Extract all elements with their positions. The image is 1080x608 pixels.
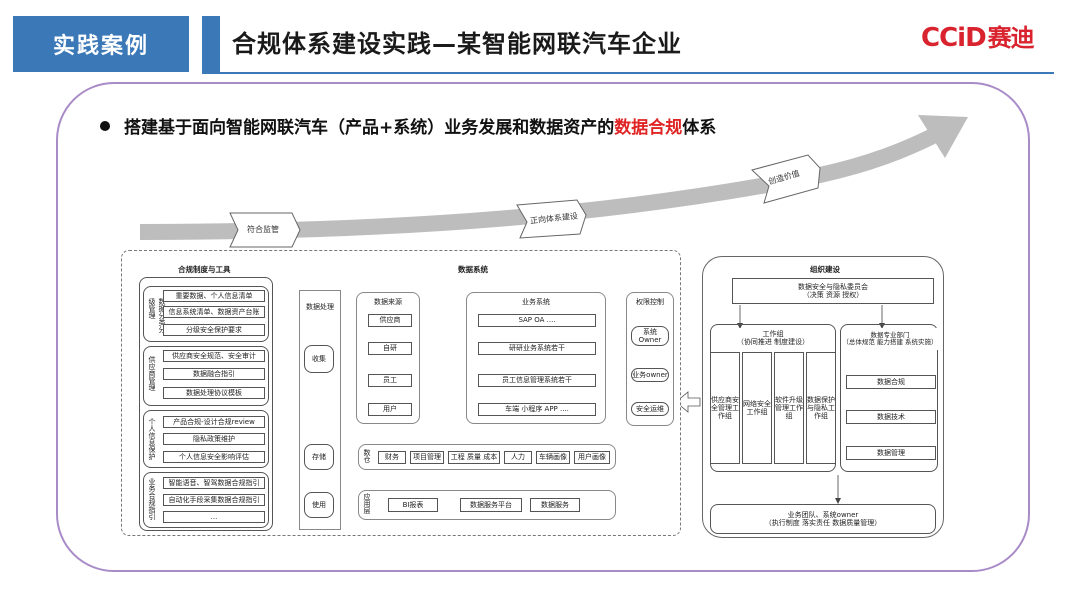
- use-label: 应用层: [363, 493, 371, 514]
- access-panel: [626, 292, 674, 426]
- process-title: 数据处理: [301, 300, 339, 314]
- ccid-logo: CCiD赛迪: [921, 23, 1035, 53]
- work-item: 供应商安全管理工作组: [710, 352, 740, 464]
- use-item: 数据服务平台: [460, 498, 522, 512]
- source-item: 供应商: [368, 314, 412, 327]
- store-box: 存储: [304, 444, 334, 470]
- business-panel: [466, 292, 606, 424]
- storage-row: [358, 444, 616, 470]
- header-accent-bar: [202, 16, 220, 72]
- dept-item: 数据合规: [846, 375, 936, 389]
- storage-label: 数仓: [363, 449, 371, 463]
- storage-item: 财务: [378, 451, 406, 464]
- label-marker-2: [516, 199, 587, 239]
- list-item: 数据处理协议模板: [163, 387, 265, 399]
- access-item: 系统Owner: [631, 326, 669, 346]
- left-panel-title: 合规制度与工具: [178, 265, 231, 274]
- work-item: 软件升级管理工作组: [774, 352, 804, 464]
- list-item: 智能语音、智驾数据合规指引: [163, 477, 265, 489]
- work-group-title: 工作组 （协同推进 制度建设）: [712, 328, 834, 348]
- storage-item: 车辆画像: [536, 451, 570, 464]
- business-team-box: 业务团队、系统owner （执行制度 落实责任 数据质量管理）: [710, 504, 936, 534]
- source-item: 用户: [368, 403, 412, 416]
- section-tag: 实践案例: [13, 16, 189, 72]
- bullet-suffix: 体系: [682, 118, 717, 138]
- access-item: 业务owner: [631, 368, 669, 382]
- access-title: 权限控制: [628, 296, 672, 308]
- org-title: 组织建设: [810, 265, 840, 274]
- work-item: 数据保护与隐私工作组: [806, 352, 836, 464]
- bullet-highlight: 数据合规: [614, 118, 683, 138]
- list-item: 产品合规-设计合规review: [163, 416, 265, 428]
- page-title: 合规体系建设实践—某智能网联汽车企业: [232, 30, 682, 58]
- business-item: 研研业务系统若干: [478, 342, 596, 355]
- data-system-title: 数据系统: [458, 265, 488, 274]
- dept-title: 数据专业部门 （总体规范 能力搭建 系统实施）: [842, 328, 938, 350]
- bullet-prefix: 搭建基于面向智能网联汽车（产品+系统）业务发展和数据资产的: [124, 118, 615, 138]
- bullet-dot: [100, 120, 110, 131]
- header-divider: [202, 72, 1054, 74]
- sources-title: 数据来源: [358, 296, 418, 308]
- list-item: 供应商安全规范、安全审计: [163, 350, 265, 362]
- storage-item: 用户画像: [574, 451, 610, 464]
- process-column: [299, 290, 341, 530]
- list-item: 信息系统清单、数据资产台账: [163, 306, 265, 318]
- work-item: 网络安全工作组: [742, 352, 772, 464]
- group-label: 业务合规指引: [148, 478, 156, 520]
- list-item: 重要数据、个人信息清单: [163, 290, 265, 302]
- business-item: 员工信息管理系统若干: [478, 374, 596, 387]
- business-item: SAP OA ....: [478, 314, 596, 327]
- use-box: 使用: [304, 492, 334, 518]
- list-item: ...: [163, 511, 265, 523]
- business-item: 车端 小程序 APP ....: [478, 403, 596, 416]
- group-label: 数据分类分级管理: [148, 298, 166, 333]
- source-item: 自研: [368, 342, 412, 355]
- dept-item: 数据技术: [846, 410, 936, 424]
- group-label: 个人信息保护: [148, 418, 156, 460]
- list-item: 数据融合指引: [163, 368, 265, 380]
- org-panel: [702, 256, 944, 538]
- storage-item: 项目管理: [410, 451, 444, 464]
- use-item: 数据服务: [530, 498, 580, 512]
- dept-item: 数据管理: [846, 446, 936, 460]
- business-title: 业务系统: [468, 296, 604, 308]
- storage-item: 工程 质量 成本: [448, 451, 500, 464]
- committee-box: 数据安全与隐私委员会 （决策 资源 授权）: [732, 278, 934, 304]
- list-item: 隐私政策维护: [163, 433, 265, 445]
- storage-item: 人力: [504, 451, 532, 464]
- access-item: 安全运维: [631, 402, 669, 416]
- collect-box: 收集: [304, 345, 334, 373]
- main-bullet: 搭建基于面向智能网联汽车（产品+系统）业务发展和数据资产的数据合规体系: [100, 113, 716, 138]
- source-item: 员工: [368, 374, 412, 387]
- list-item: 自动化手段采集数据合规指引: [163, 494, 265, 506]
- label-marker-3: [751, 154, 821, 204]
- group-label: 供应商管理: [148, 356, 156, 391]
- list-item: 个人信息安全影响评估: [163, 451, 265, 463]
- list-item: 分级安全保护要求: [163, 324, 265, 336]
- sources-panel: [356, 292, 420, 424]
- use-item: BI报表: [388, 498, 438, 512]
- dept-panel: [840, 324, 938, 472]
- use-row: [358, 490, 616, 520]
- arrow-label-1: 符合监管: [247, 225, 279, 234]
- label-marker-1: [229, 212, 301, 248]
